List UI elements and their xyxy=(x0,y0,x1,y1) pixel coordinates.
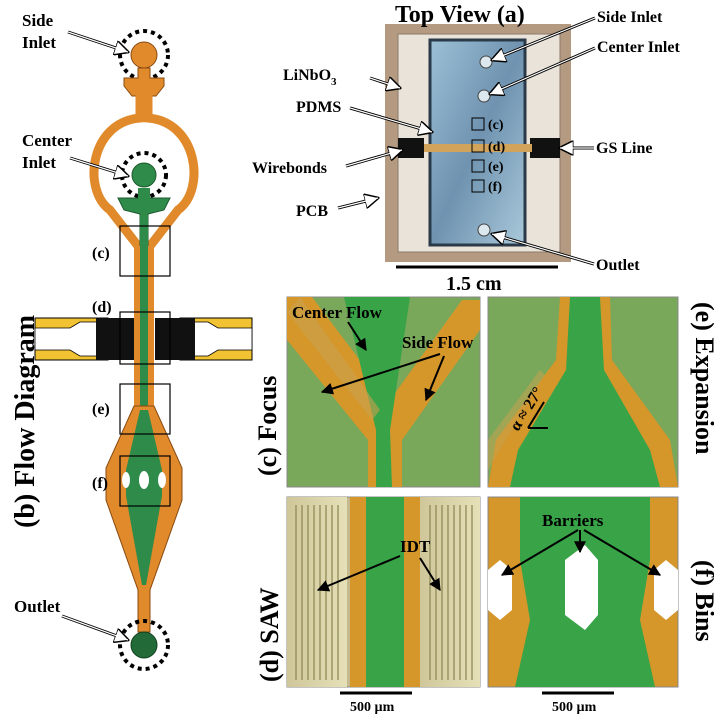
side-inlet-port xyxy=(118,29,170,97)
flow-label-outlet: Outlet xyxy=(14,597,61,616)
flow-diagram-title: (b) Flow Diagram xyxy=(10,315,41,528)
panel-f-barriers: Barriers xyxy=(542,511,604,530)
top-label-center-inlet: Center Inlet xyxy=(597,39,680,56)
region-box-d xyxy=(119,311,171,365)
flow-marker-d: (d) xyxy=(92,299,112,316)
flow-label-center-1: Center xyxy=(22,131,72,150)
top-label-wirebonds: Wirebonds xyxy=(252,160,327,177)
panel-c-focus: Center Flow Side Flow (c) Focus xyxy=(253,296,481,488)
outlet-port xyxy=(118,619,170,671)
top-view-title: Top View (a) xyxy=(395,2,525,28)
top-label-side-inlet: Side Inlet xyxy=(597,9,663,26)
top-label-outlet: Outlet xyxy=(596,257,640,274)
flow-label-side-2: Inlet xyxy=(22,33,56,52)
bin-barriers xyxy=(122,471,166,489)
panel-f-scale: 500 µm xyxy=(552,700,597,715)
flow-label-side-1: Side xyxy=(22,11,54,30)
panel-d-saw: IDT 500 µm (d) SAW xyxy=(255,496,481,715)
flow-marker-e: (e) xyxy=(92,401,110,418)
gs-electrode-right xyxy=(155,317,253,361)
top-label-pcb: PCB xyxy=(296,203,328,220)
top-box-c: (c) xyxy=(488,118,504,133)
expansion-center-flow xyxy=(126,410,162,585)
panel-d-scale: 500 µm xyxy=(350,700,395,715)
panel-f-title: (f) Bins xyxy=(690,560,714,642)
panel-c-side-flow: Side Flow xyxy=(402,333,474,352)
panel-c-center-flow: Center Flow xyxy=(292,303,383,322)
top-view: (c) (d) (e) (f) Top View (a) Side Inlet … xyxy=(252,2,680,295)
top-label-pdms: PDMS xyxy=(296,99,341,116)
region-box-c xyxy=(119,225,171,277)
panel-e-expansion: α ≈ 27° (e) Expansion xyxy=(487,296,714,488)
top-scale: 1.5 cm xyxy=(446,273,502,295)
top-label-gs-line: GS Line xyxy=(596,140,652,157)
gs-electrode-left xyxy=(34,317,136,361)
flow-label-center-2: Inlet xyxy=(22,153,56,172)
top-label-linbo3: LiNbO3 xyxy=(283,67,337,88)
top-box-f: (f) xyxy=(488,180,502,195)
top-box-e: (e) xyxy=(488,160,504,175)
panel-c-title: (c) Focus xyxy=(253,376,282,476)
flow-diagram: Side Inlet Center Inlet Outlet (c) (d) (… xyxy=(10,11,253,671)
region-box-e xyxy=(119,383,171,435)
top-box-d: (d) xyxy=(488,140,505,155)
flow-marker-c: (c) xyxy=(92,245,110,262)
panel-f-bins: Barriers 500 µm (f) Bins xyxy=(487,496,714,715)
pdms-chip xyxy=(428,38,527,247)
panel-d-idt: IDT xyxy=(400,537,431,556)
region-box-f xyxy=(119,455,171,507)
idt-fingers-left xyxy=(295,505,339,680)
flow-marker-f: (f) xyxy=(92,475,108,492)
panel-e-title: (e) Expansion xyxy=(690,302,714,455)
idt-fingers-right xyxy=(429,505,473,680)
panel-d-title: (d) SAW xyxy=(255,587,284,682)
